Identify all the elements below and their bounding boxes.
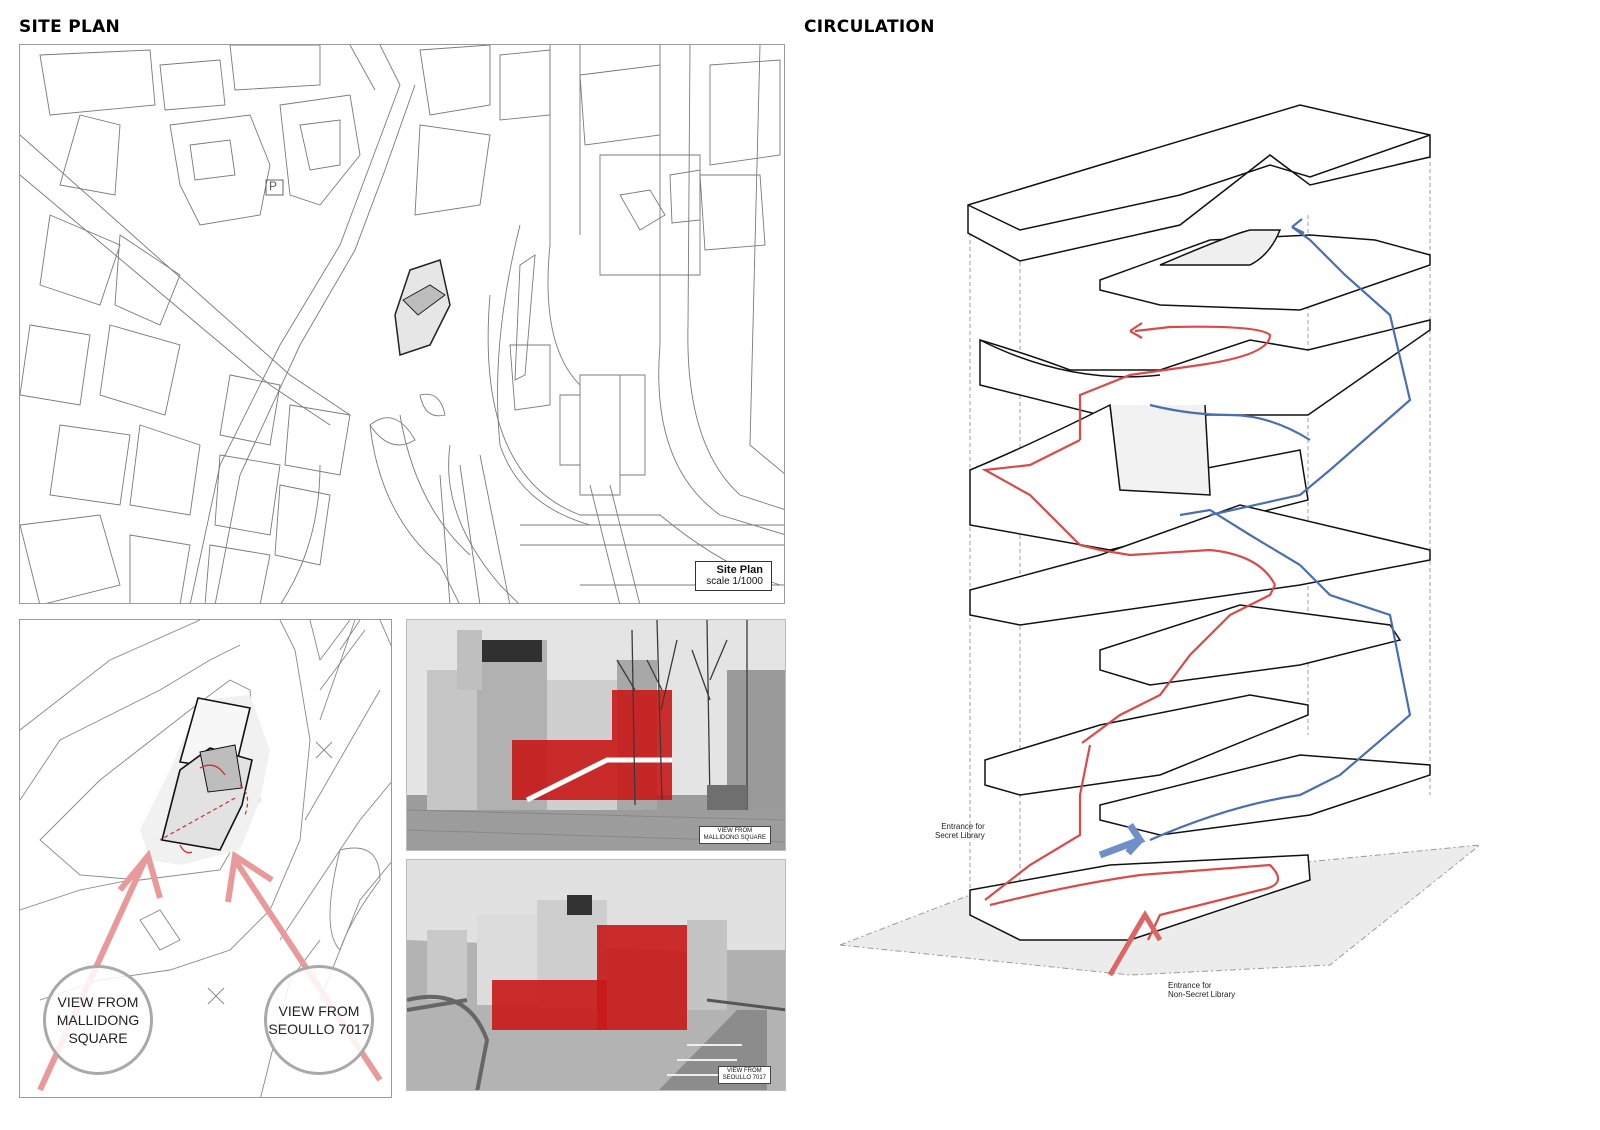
view-from-seoullo-label: VIEW FROM SEOULLO 7017 [264, 965, 374, 1075]
scale-ratio: scale 1/1000 [706, 576, 763, 587]
circulation-diagram: Entrance for Secret Library Entrance for… [830, 95, 1490, 1015]
circulation-heading: CIRCULATION [804, 17, 935, 37]
photo-caption-1: VIEW FROM MALLIDONG SQUARE [698, 826, 771, 844]
entrance-non-secret-label: Entrance for Non-Secret Library [1168, 981, 1236, 999]
scale-label: Site Plan scale 1/1000 [695, 561, 772, 591]
site-plan-heading: SITE PLAN [19, 17, 121, 37]
photo-seoullo-7017: VIEW FROM SEOULLO 7017 [406, 859, 786, 1091]
entrance-secret-label: Entrance for Secret Library [935, 822, 985, 840]
site-plan-map: P Site Plan scale 1/1000 [19, 44, 785, 604]
scale-title: Site Plan [716, 564, 763, 576]
photo-mallidong-square: VIEW FROM MALLIDONG SQUARE [406, 619, 786, 851]
detail-plan: VIEW FROM MALLIDONG SQUARE VIEW FROM SEO… [19, 619, 392, 1098]
photo-caption-2: VIEW FROM SEOULLO 7017 [717, 1066, 771, 1084]
view-from-mallidong-label: VIEW FROM MALLIDONG SQUARE [43, 965, 153, 1075]
parking-symbol: P [269, 179, 278, 193]
